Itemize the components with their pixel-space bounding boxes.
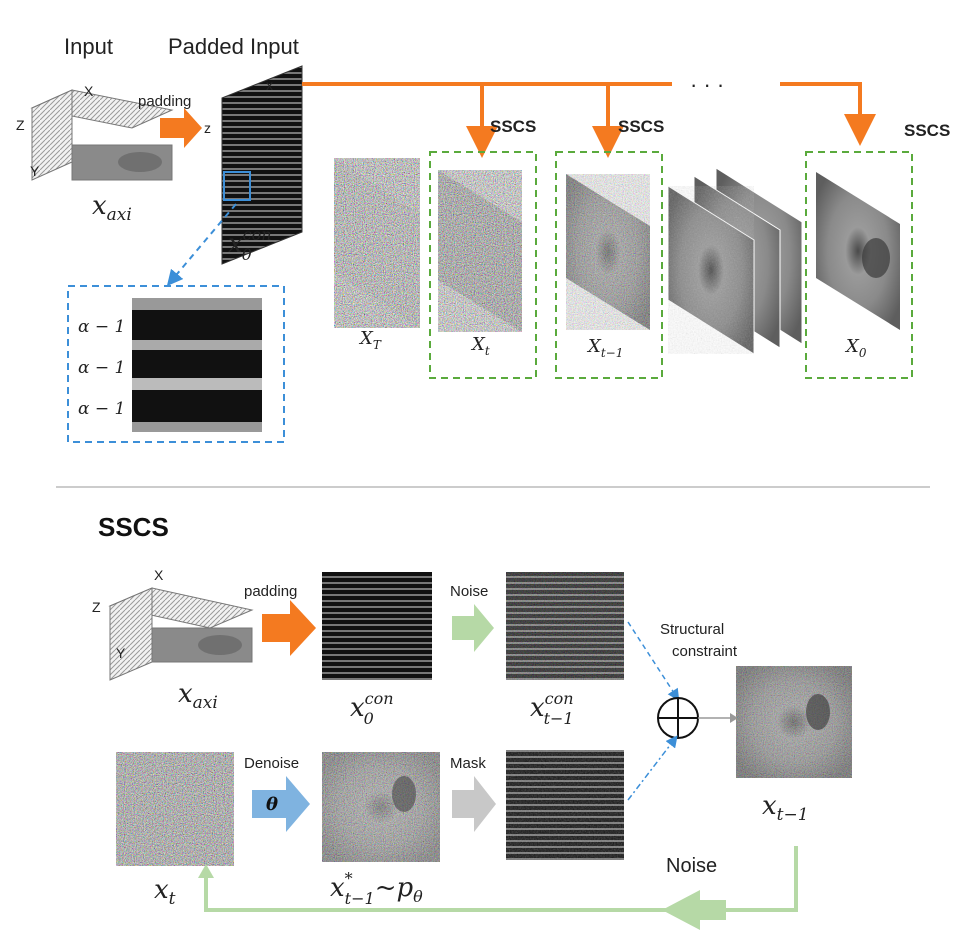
frame-label-xt: Xt [470,334,490,358]
sscs-feed-line-2 [780,82,876,146]
bottom-xt1-label: xt−1 [762,791,809,825]
bottom-axis-z: Z [92,599,101,615]
zoom-row-label-2: α − 1 [78,358,125,378]
x0con-image [322,572,432,680]
denoise-label: Denoise [244,755,299,772]
sscs-label-1: SSCS [490,117,536,136]
sscs-section-title: SSCS [98,512,169,542]
slice-stack [667,167,803,355]
mask-label: Mask [450,755,486,772]
bottom-axis-x: X [154,567,164,583]
zoom-strip-image [132,298,262,432]
theta-label: θ [266,794,278,815]
padded-input-label: Padded Input [168,34,299,59]
slice-xt-1 [566,174,650,330]
slice-x0 [816,172,900,330]
bottom-padding-arrow [262,600,316,656]
padded-axis-z: z [204,120,211,136]
padded-input-slice [221,65,303,265]
bottom-input-volume [108,587,254,681]
mask-to-sum-arrow [627,735,678,801]
top-axis-x: X [84,83,94,99]
zoom-row-label-3: α − 1 [78,399,125,419]
noise-loop-label: Noise [666,855,717,877]
structural-constraint-arrow [627,621,680,702]
slice-xt [438,170,522,332]
bottom-x-axi-label: xaxi [178,679,218,713]
noise-label: Noise [450,583,488,600]
bottom-xstar-label: x*t−1~pθ [330,869,423,908]
bottom-axis-y: Y [116,645,126,661]
top-padding-label: padding [138,93,191,110]
denoise-arrow [252,776,310,832]
frame-label-x0: X0 [844,336,867,360]
sscs-label-3: SSCS [904,121,950,140]
zoom-connector [166,203,237,287]
sum-operator [657,697,699,739]
bottom-padding-label: padding [244,583,297,600]
top-padding-arrow [160,108,202,148]
sscs-label-2: SSCS [618,117,664,136]
sum-output-arrowhead [730,713,738,723]
top-axis-y: Y [30,163,40,179]
top-axis-z: Z [16,117,25,133]
xt1con-image [506,572,624,680]
frame-label-xT: XT [358,328,382,352]
mask-arrow [452,776,496,832]
input-label: Input [64,34,113,59]
xstar-image [322,752,440,862]
noise-loop [198,846,798,930]
padded-axis-x: x [266,77,273,93]
sscs-box-0 [805,151,913,379]
noise-arrow [452,604,494,652]
frame-label-xt-1: Xt−1 [586,336,623,360]
xt1-output-image [736,666,852,778]
sscs-box-t-1 [555,151,663,379]
zoom-source-box [223,171,251,201]
bottom-xt-label: xt [154,875,176,909]
input-volume [30,89,174,181]
xt-image [116,752,234,866]
slice-xT [334,158,420,328]
zoom-box [67,285,285,443]
zoom-row-label-1: α − 1 [78,317,125,337]
masked-image [506,750,624,860]
top-x-axi-label: xaxi [92,191,132,225]
dots: · · · [690,72,724,97]
sscs-box-t [429,151,537,379]
